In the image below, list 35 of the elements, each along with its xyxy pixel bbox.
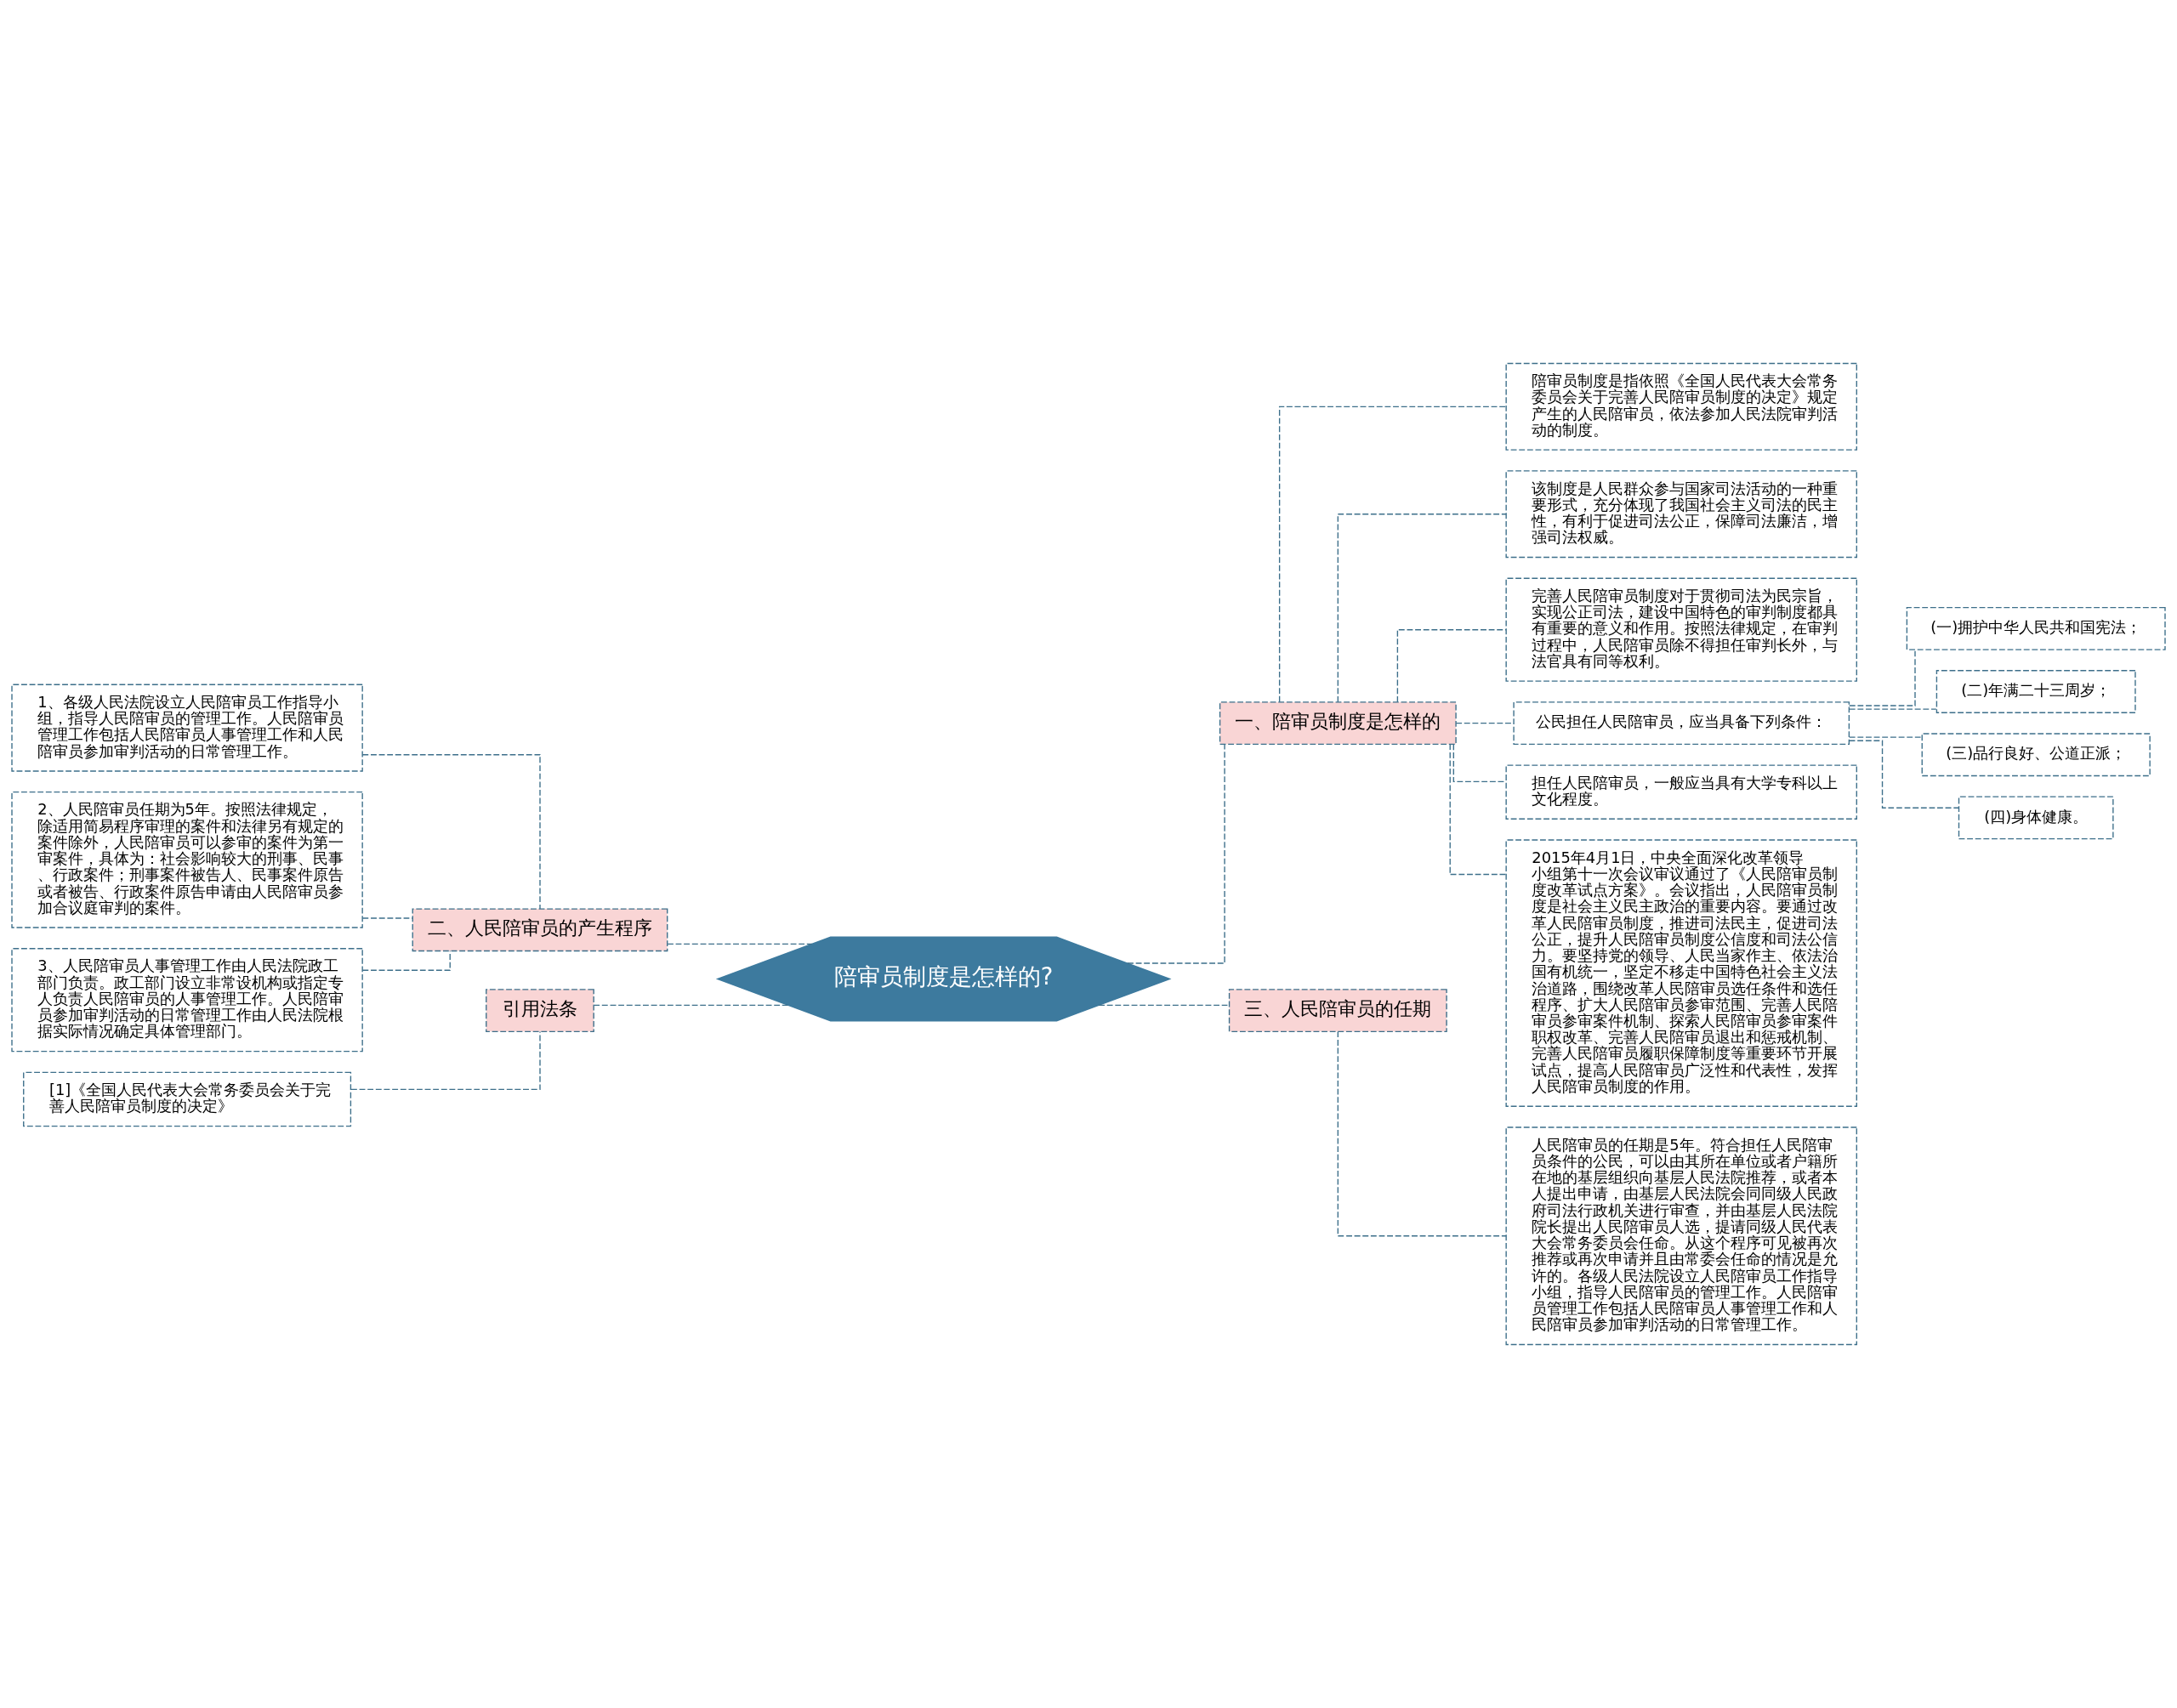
node-box: 2015年4月1日，中央全面深化改革领导小组第十一次会议审议通过了《人民陪审员制度改革试点方案》。会议指出，人民陪审员制度是社会主义民主政治的重要内容。要通过改革人民陪审员制度，推进司法民主，促进司法公正，提升人民陪审员制度公信度和司法公信力。要坚持党的领导、人民当家作主、依法治国有机统一，坚定不移走中国特色社会主义法治道路，围绕改革人民陪审员选任条件和选任程序、扩大人民陪审员参审范围、完善人民陪审员参审案件机制、探索人民陪审员参审案件职权改革、完善人民陪审员退出和惩戒机制、完善人民陪审员履职保障制度等重要环节开展试点，提高人民陪审员广泛性和代表性，发挥人民陪审员制度的作用。 [1505, 839, 1857, 1107]
connector [1337, 1030, 1507, 1237]
node-box: [1]《全国人民代表大会常务委员会关于完善人民陪审员制度的决定》 [23, 1071, 352, 1127]
node-box: 三、人民陪审员的任期 [1228, 989, 1447, 1032]
node-box: 1、各级人民法院设立人民陪审员工作指导小组，指导人民陪审员的管理工作。人民陪审员管理工作包括人民陪审员人事管理工作和人民陪审员参加审判活动的日常管理工作。 [11, 684, 363, 772]
connector [667, 943, 813, 945]
node-box: (一)拥护中华人民共和国宪法； [1906, 606, 2166, 650]
node-box: 二、人民陪审员的产生程序 [412, 908, 668, 952]
connector [1098, 1004, 1230, 1007]
connector [1848, 740, 1959, 809]
node-box: 担任人民陪审员，一般应当具有大学专科以上文化程度。 [1505, 764, 1857, 820]
connector [1849, 649, 1916, 706]
node-box: 引用法条 [486, 989, 594, 1032]
connector [1849, 708, 1937, 710]
connector [1127, 744, 1225, 964]
node-box: 完善人民陪审员制度对于贯彻司法为民宗旨，实现公正司法，建设中国特色的审判制度都具有重要的意义和作用。按照法律规定，在审判过程中，人民陪审员除不得担任审判长外，与法官具有同等权利。 [1505, 577, 1857, 682]
connector [1337, 514, 1507, 703]
node-box: 该制度是人民群众参与国家司法活动的一种重要形式，充分体现了我国社会主义司法的民主性，有利于促进司法公正，保障司法廉洁，增强司法权威。 [1505, 470, 1857, 559]
connector [350, 1030, 541, 1090]
node-box: (四)身体健康。 [1958, 796, 2114, 840]
connector [1278, 406, 1507, 703]
node-box: (二)年满二十三周岁； [1935, 670, 2136, 713]
connector [1849, 736, 1923, 738]
node-box: 2、人民陪审员任期为5年。按照法律规定，除适用简易程序审理的案件和法律另有规定的案件除外，人民陪审员可以参审的案件为第一审案件，具体为：社会影响较大的刑事、民事、行政案件；刑事案件被告人、民事案件原告或者被告、行政案件原告申请由人民陪审员参加合议庭审判的案件。 [11, 792, 363, 928]
node-box: 公民担任人民陪审员，应当具备下列条件： [1513, 701, 1850, 746]
node-box: 陪审员制度是指依照《全国人民代表大会常务委员会关于完善人民陪审员制度的决定》规定产生的人民陪审员，依法参加人民法院审判活动的制度。 [1505, 362, 1857, 451]
node-box: 人民陪审员的任期是5年。符合担任人民陪审员条件的公民，可以由其所在单位或者户籍所在地的基层组织向基层人民法院推荐，或者本人提出申请，由基层人民法院会同同级人民政府司法行政机关进行审查，并由基层人民法院院长提出人民陪审员人选，提请同级人民代表大会常务委员会任命。从这个程序可见被再次推荐或再次申请并且由常委会任命的情况是允许的。各级人民法院设立人民陪审员工作指导小组，指导人民陪审员的管理工作。人民陪审员管理工作包括人民陪审员人事管理工作和人民陪审员参加审判活动的日常管理工作。 [1505, 1126, 1857, 1346]
connector [1396, 629, 1507, 703]
connector [1449, 743, 1507, 876]
connector [593, 1004, 789, 1007]
connector [361, 754, 541, 910]
node-box: 3、人民陪审员人事管理工作由人民法院政工部门负责。政工部门设立非常设机构或指定专人负责人民陪审员的人事管理工作。人民陪审员参加审判活动的日常管理工作由人民法院根据实际情况确定具体管理部门。 [11, 948, 363, 1053]
node-box: 一、陪审员制度是怎样的 [1219, 701, 1457, 746]
node-box: (三)品行良好、公道正派； [1921, 733, 2151, 777]
connector [361, 917, 413, 919]
